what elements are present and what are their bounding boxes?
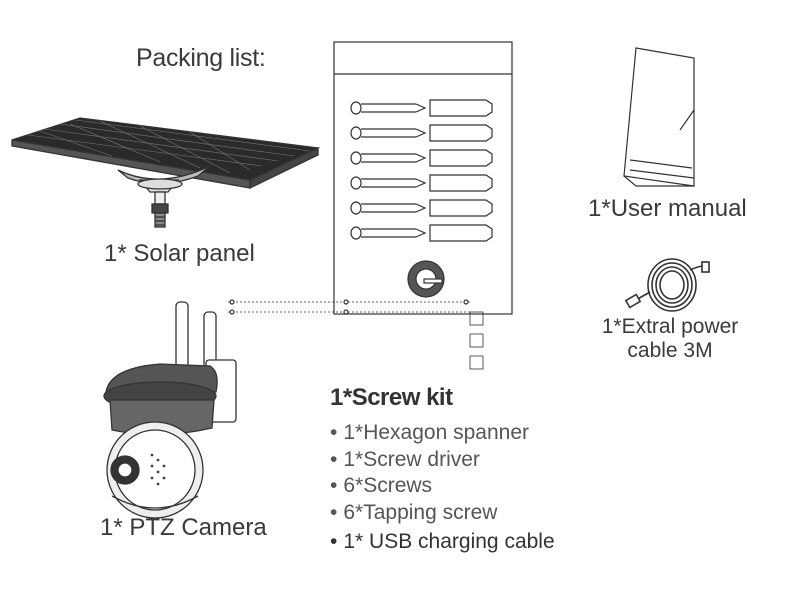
bullet: • bbox=[330, 530, 338, 553]
bullet: • bbox=[330, 447, 338, 471]
screw-kit-contents: •1*Hexagon spanner •1*Screw driver •6*Sc… bbox=[330, 420, 555, 556]
power-cable-label: 1*Extral power cable 3M bbox=[600, 315, 740, 363]
power-cable-label-line1: 1*Extral power bbox=[601, 315, 739, 338]
bullet: • bbox=[330, 500, 338, 524]
list-item-text: 6*Screws bbox=[343, 474, 433, 497]
list-item: •1* USB charging cable bbox=[330, 529, 555, 556]
solar-panel-label: 1* Solar panel bbox=[104, 240, 255, 267]
screw-kit-title: 1*Screw kit bbox=[330, 384, 453, 411]
page-title: Packing list: bbox=[136, 44, 266, 72]
power-cable-label-line2: cable 3M bbox=[627, 339, 713, 362]
list-item-text: 1*Screw driver bbox=[343, 447, 480, 471]
list-item-text: 6*Tapping screw bbox=[343, 500, 498, 524]
list-item: •1*Hexagon spanner bbox=[330, 420, 555, 447]
ptz-camera-label: 1* PTZ Camera bbox=[100, 514, 267, 541]
bullet: • bbox=[330, 474, 338, 497]
list-item: •6*Screws bbox=[330, 473, 555, 500]
list-item: •1*Screw driver bbox=[330, 447, 555, 474]
user-manual-label: 1*User manual bbox=[588, 195, 747, 222]
list-item-text: 1*Hexagon spanner bbox=[343, 421, 529, 444]
list-item-text: 1* USB charging cable bbox=[343, 530, 555, 553]
bullet: • bbox=[330, 421, 338, 444]
list-item: •6*Tapping screw bbox=[330, 500, 555, 527]
